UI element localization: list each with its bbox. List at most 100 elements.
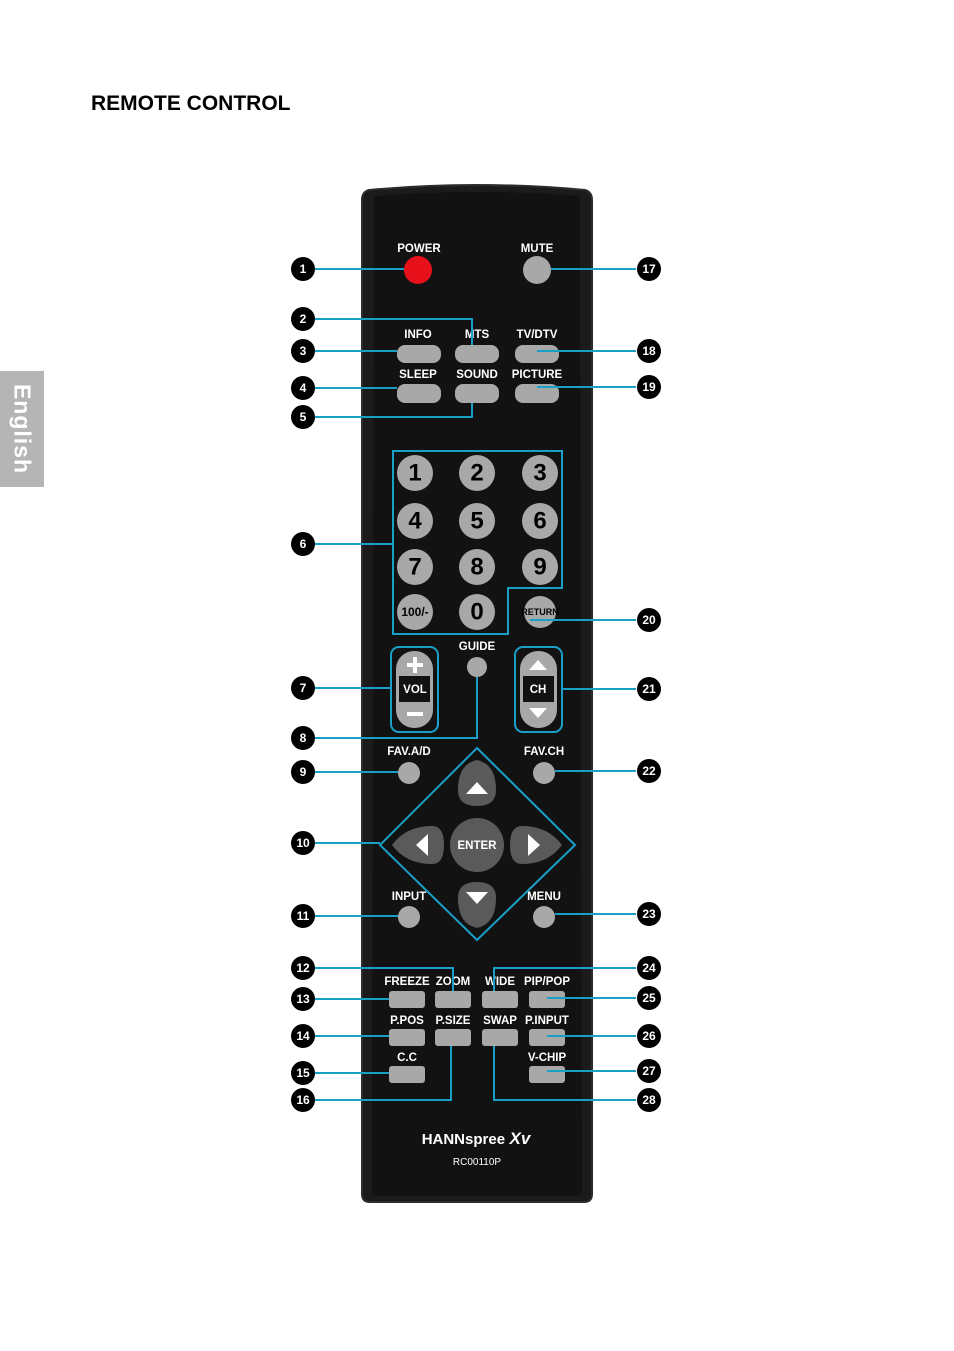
callout-6: 6 — [300, 537, 307, 551]
callout-18-badge — [637, 339, 661, 363]
psize-button[interactable] — [435, 1029, 471, 1046]
digit-2-text: 2 — [470, 460, 483, 487]
mute-label: MUTE — [521, 243, 554, 255]
callout-27-badge — [637, 1059, 661, 1083]
brand-suffix: Xv — [509, 1129, 532, 1148]
callout-13: 13 — [296, 992, 310, 1006]
power-button[interactable] — [404, 256, 432, 284]
callout-7: 7 — [300, 681, 307, 695]
left-arrow-icon — [416, 834, 428, 856]
callout-14: 14 — [296, 1029, 310, 1043]
mts-button[interactable] — [455, 345, 499, 363]
input-button[interactable] — [398, 906, 420, 928]
digit-0-button[interactable] — [459, 594, 495, 630]
callout-28-badge — [637, 1088, 661, 1112]
tvdtv-label: TV/DTV — [517, 329, 558, 341]
vol-plus-icon — [407, 657, 423, 673]
leader-lines — [313, 268, 636, 1101]
vol-minus-icon — [407, 712, 423, 716]
callout-23-badge — [637, 902, 661, 926]
enter-button[interactable] — [450, 818, 504, 872]
callout-13-badge — [291, 987, 315, 1011]
pippop-label: PIP/POP — [524, 976, 570, 988]
callout-4: 4 — [300, 381, 307, 395]
callout-26: 26 — [642, 1029, 656, 1043]
vol-center — [399, 676, 430, 702]
vol-label: VOL — [403, 684, 427, 696]
ppos-button[interactable] — [389, 1029, 425, 1046]
menu-button[interactable] — [533, 906, 555, 928]
callout-5-badge — [291, 405, 315, 429]
fav-ad-button[interactable] — [398, 762, 420, 784]
callout-8: 8 — [300, 731, 307, 745]
menu-label: MENU — [527, 891, 561, 903]
callout-1-badge — [291, 257, 315, 281]
callout-19-badge — [637, 375, 661, 399]
callouts: 1 2 3 4 5 6 7 8 9 10 11 12 13 14 15 16 1… — [291, 257, 661, 1112]
callout-2-badge — [291, 307, 315, 331]
callout-27: 27 — [642, 1064, 656, 1078]
fav-ch-label: FAV.CH — [524, 746, 564, 758]
freeze-button[interactable] — [389, 991, 425, 1008]
callout-16: 16 — [296, 1093, 310, 1107]
number-pad: 1 2 3 4 5 6 7 8 9 100/- 0 RETURN — [397, 455, 559, 630]
digit-2-button[interactable] — [459, 455, 495, 491]
number-pad-outline — [392, 450, 563, 635]
ch-down-icon — [529, 708, 547, 718]
tvdtv-button[interactable] — [515, 345, 559, 363]
digit-100-button[interactable] — [397, 594, 433, 630]
mts-label: MTS — [465, 329, 490, 341]
digit-6-button[interactable] — [522, 503, 558, 539]
callout-21: 21 — [642, 682, 656, 696]
dpad-outline — [378, 746, 577, 942]
fav-ch-button[interactable] — [533, 762, 555, 784]
callout-8-badge — [291, 726, 315, 750]
callout-9: 9 — [300, 765, 307, 779]
vchip-label: V-CHIP — [528, 1052, 567, 1064]
digit-9-button[interactable] — [522, 549, 558, 585]
sleep-label: SLEEP — [399, 369, 437, 381]
model-number: RC00110P — [453, 1157, 502, 1168]
cc-label: C.C — [397, 1052, 417, 1064]
digit-8-button[interactable] — [459, 549, 495, 585]
zoom-button[interactable] — [435, 991, 471, 1008]
enter-label: ENTER — [458, 840, 498, 852]
right-arrow-icon — [528, 834, 540, 856]
digit-1-button[interactable] — [397, 455, 433, 491]
callout-15: 15 — [296, 1066, 310, 1080]
callout-12-badge — [291, 956, 315, 980]
return-text: RETURN — [521, 607, 559, 617]
pippop-button[interactable] — [529, 991, 565, 1008]
sound-button[interactable] — [455, 384, 499, 403]
info-button[interactable] — [397, 345, 441, 363]
power-label: POWER — [397, 243, 441, 255]
mute-button[interactable] — [523, 256, 551, 284]
digit-5-button[interactable] — [459, 503, 495, 539]
callout-15-badge — [291, 1061, 315, 1085]
swap-button[interactable] — [482, 1029, 518, 1046]
guide-button[interactable] — [467, 657, 487, 677]
up-arrow-icon — [466, 782, 488, 794]
page-title: REMOTE CONTROL — [91, 92, 291, 115]
digit-3-button[interactable] — [522, 455, 558, 491]
digit-1-text: 1 — [408, 460, 421, 487]
wide-label: WIDE — [485, 976, 515, 988]
vchip-button[interactable] — [529, 1066, 565, 1083]
ppos-label: P.POS — [390, 1015, 424, 1027]
callout-20-badge — [637, 608, 661, 632]
pinput-button[interactable] — [529, 1029, 565, 1046]
sleep-button[interactable] — [397, 384, 441, 403]
callout-12: 12 — [296, 961, 310, 975]
wide-button[interactable] — [482, 991, 518, 1008]
digit-3-text: 3 — [533, 460, 546, 487]
callout-26-badge — [637, 1024, 661, 1048]
callout-24: 24 — [642, 961, 656, 975]
freeze-label: FREEZE — [384, 976, 430, 988]
digit-4-button[interactable] — [397, 503, 433, 539]
callout-10: 10 — [296, 836, 310, 850]
picture-button[interactable] — [515, 384, 559, 403]
digit-5-text: 5 — [470, 508, 483, 535]
digit-7-button[interactable] — [397, 549, 433, 585]
digit-6-text: 6 — [533, 508, 546, 535]
cc-button[interactable] — [389, 1066, 425, 1083]
